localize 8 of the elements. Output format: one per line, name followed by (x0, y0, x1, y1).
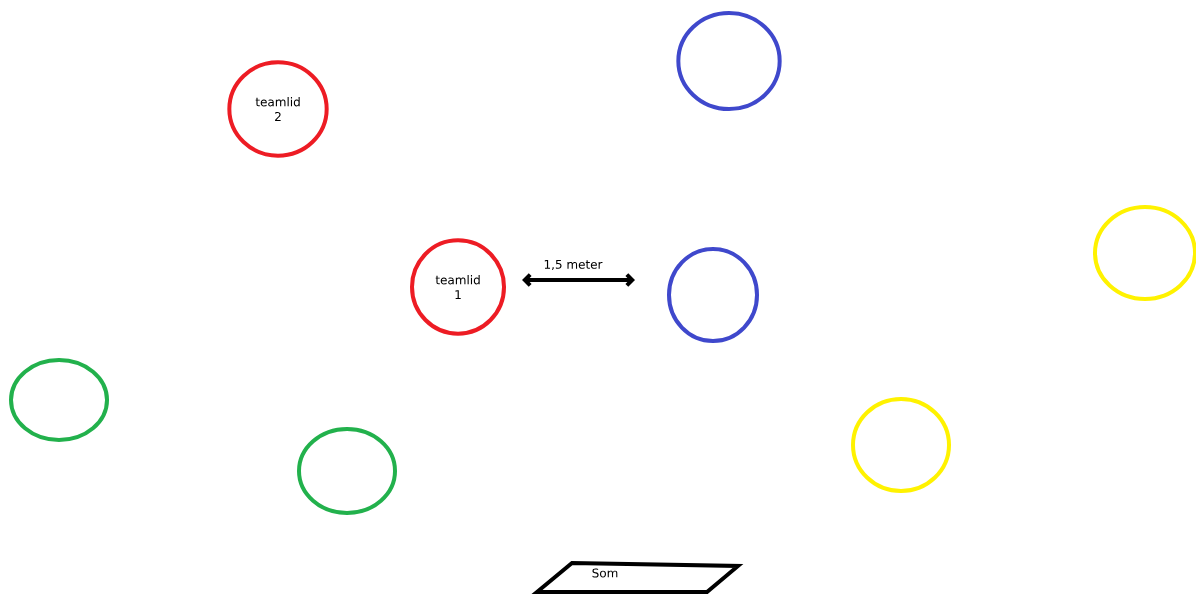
circle (851, 397, 951, 493)
circle (667, 247, 759, 343)
circle-with-text: teamlid 2 (227, 60, 329, 158)
circle (297, 427, 397, 515)
circle-with-text: teamlid 1 (410, 238, 506, 336)
circle (676, 11, 782, 111)
dimension-label: 1,5 meter (544, 259, 603, 271)
circle (9, 358, 109, 442)
